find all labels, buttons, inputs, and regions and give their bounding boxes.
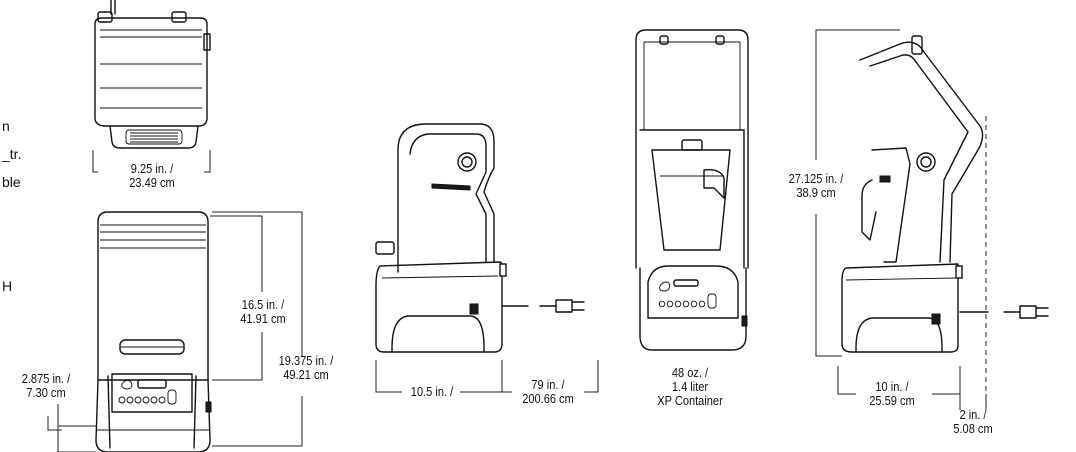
- top-width-label: 9.25 in. / 23.49 cm: [129, 161, 175, 190]
- side-view-blender: [375, 123, 585, 353]
- total-height-label: 19.375 in. / 49.21 cm: [278, 353, 334, 382]
- open-depth-label: 10 in. / 25.59 cm: [869, 379, 915, 408]
- clearance-label: 2 in. / 5.08 cm: [953, 407, 993, 436]
- open-height-label: 27.125 in. / 38.9 cm: [788, 171, 844, 200]
- cut-text-3: ble: [2, 174, 21, 190]
- cut-text-4: H: [2, 278, 13, 294]
- top-view-blender: [92, 0, 211, 173]
- depth-label: 2.875 in. / 7.30 cm: [21, 371, 71, 400]
- cut-text-1: n: [2, 118, 10, 134]
- side-dimension-lines: [375, 360, 599, 393]
- hood-height-label: 16.5 in. / 41.91 cm: [240, 297, 286, 326]
- open-side-view-blender: [841, 35, 1049, 394]
- front-view-blender: [95, 211, 212, 452]
- front-dimension-lines: [47, 211, 303, 452]
- cord-length-label: 79 in. / 200.66 cm: [522, 377, 574, 406]
- cut-text-2: _tr.: [2, 146, 22, 162]
- open-side-dimension-lines: [815, 29, 987, 410]
- open-front-view-blender: [635, 29, 749, 351]
- container-label: 48 oz. / 1.4 liter XP Container: [657, 365, 723, 408]
- side-depth-label: 10.5 in. /: [410, 384, 454, 399]
